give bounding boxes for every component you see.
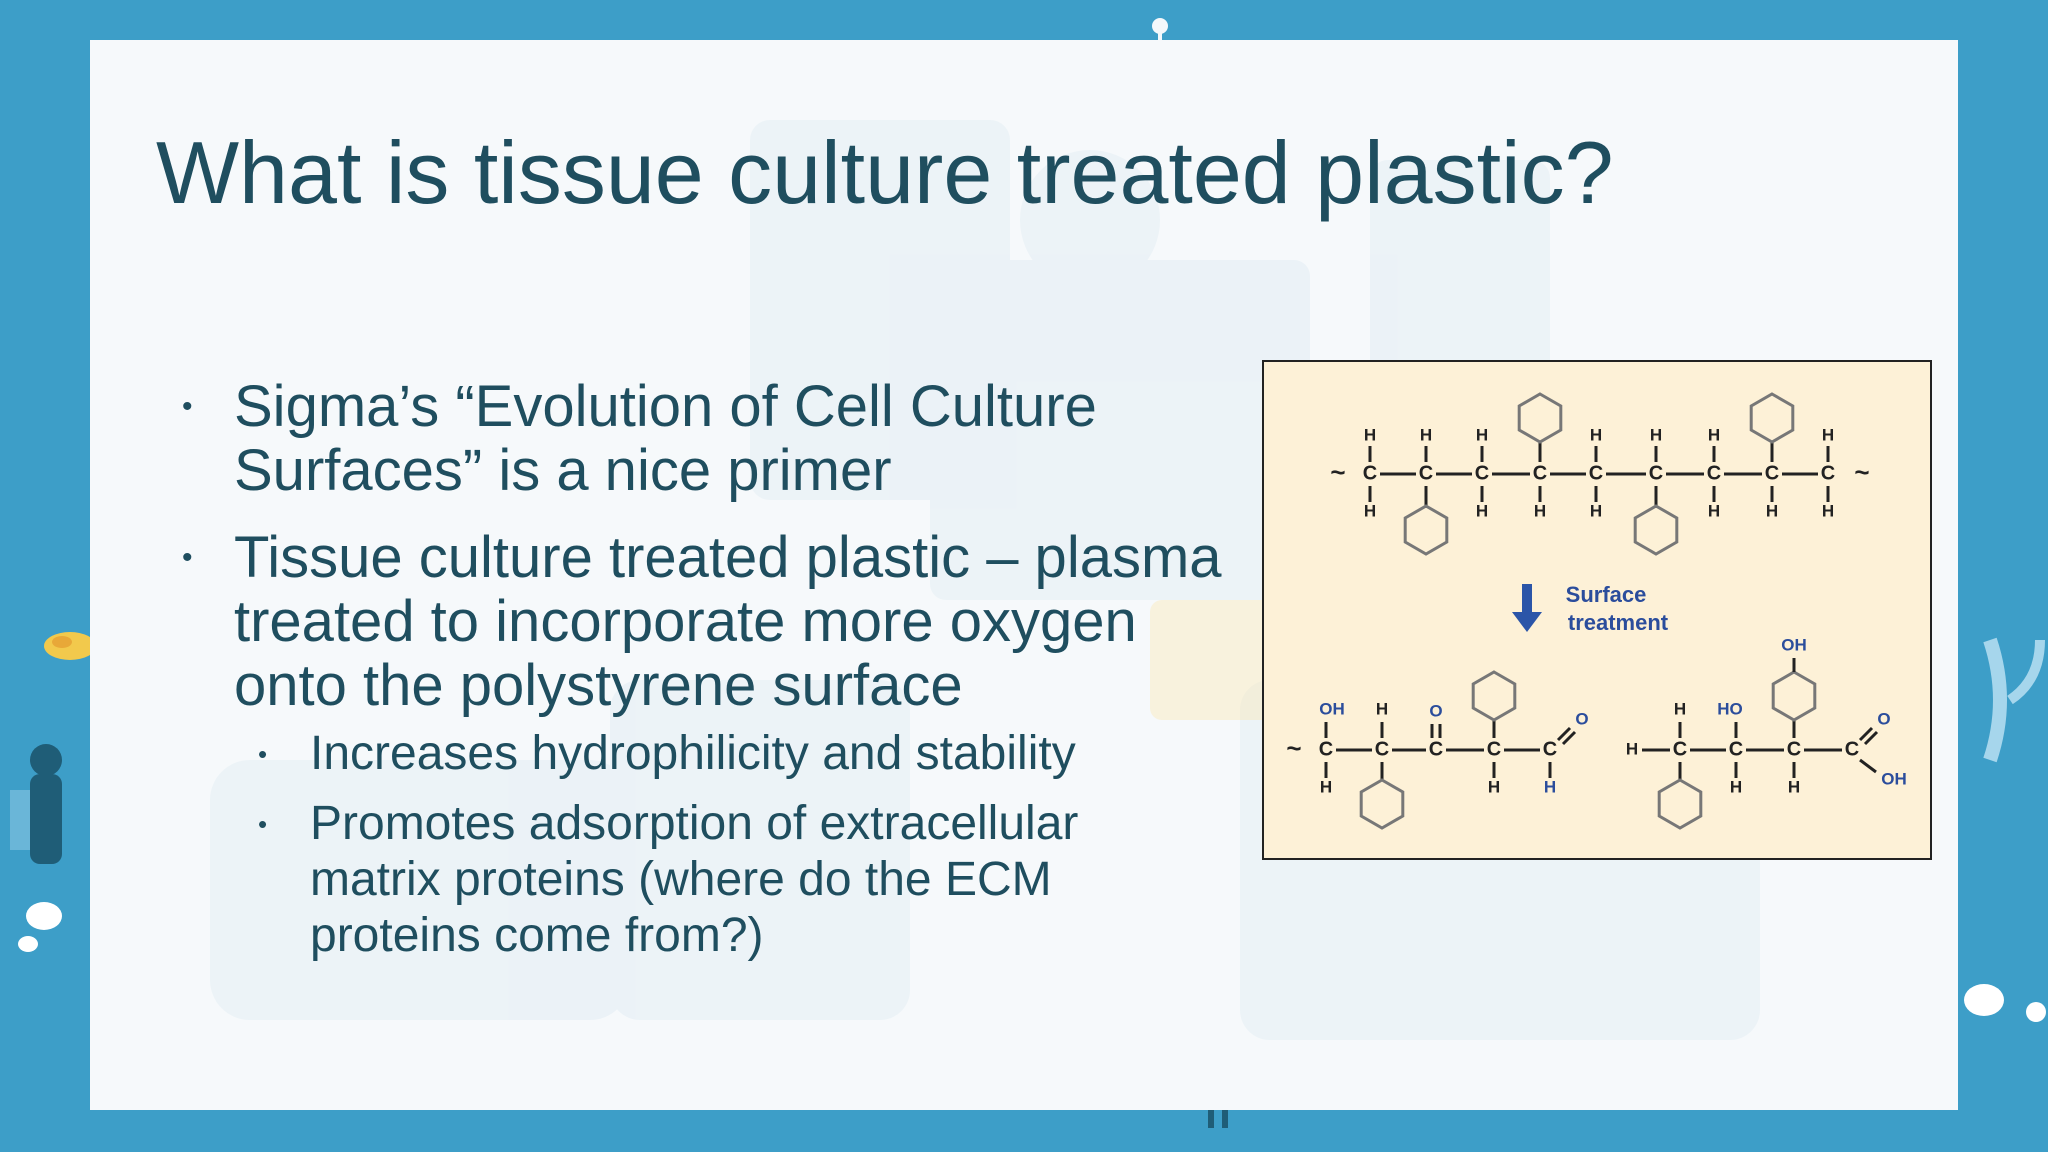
slide: What is tissue culture treated plastic? … — [90, 40, 1958, 1110]
bullet-text-line: Sigma’s “Evolution of Cell Culture — [234, 374, 1097, 439]
carbon-atom: C — [1543, 738, 1557, 760]
hydroxyl-group: OH — [1319, 699, 1345, 718]
phenyl-ring — [1359, 778, 1405, 830]
carbon-atom: C — [1729, 738, 1743, 760]
bullet-text-line: Surfaces” is a nice primer — [234, 438, 892, 503]
hydrogen-atom: H — [1626, 739, 1638, 758]
hydrogen-atom: H — [1822, 425, 1834, 444]
sub-bullet-text-line: Promotes adsorption of extracellular — [310, 797, 1079, 850]
single-bond — [1859, 758, 1877, 774]
carbon-atom: C — [1589, 462, 1603, 484]
sub-bullet-item: • Promotes adsorption of extracellular m… — [258, 796, 1079, 964]
bullet-dot: • — [182, 390, 193, 423]
phenyl-ring — [1517, 392, 1563, 444]
bullet-text-line: Tissue culture treated plastic – plasma — [234, 525, 1222, 590]
arrow-label: treatment — [1568, 610, 1669, 635]
bullet-dot: • — [258, 809, 268, 839]
double-bond — [1556, 726, 1572, 742]
bullet-item: • Tissue culture treated plastic – plasm… — [182, 525, 1222, 718]
hydrogen-atom: H — [1590, 425, 1602, 444]
hydrogen-atom: H — [1420, 425, 1432, 444]
hydrogen-atom: H — [1650, 425, 1662, 444]
bullet-text-line: onto the polystyrene surface — [234, 653, 963, 718]
hydroxyl-group: OH — [1781, 635, 1807, 654]
hydroxyl-group: OH — [1881, 769, 1907, 788]
carbon-atom: C — [1363, 462, 1377, 484]
chain-end-tilde: ~ — [1854, 457, 1869, 487]
carbon-atom: C — [1787, 738, 1801, 760]
chain-end-tilde: ~ — [1330, 457, 1345, 487]
carbon-atom: C — [1487, 738, 1501, 760]
treatment-arrow-shaft — [1522, 584, 1532, 614]
carbon-atom: C — [1765, 462, 1779, 484]
slide-title: What is tissue culture treated plastic? — [156, 123, 1614, 222]
hydrogen-atom: H — [1544, 777, 1556, 796]
hydrogen-atom: H — [1476, 425, 1488, 444]
double-bond — [1561, 730, 1577, 746]
phenyl-ring — [1471, 670, 1517, 722]
phenyl-ring — [1633, 504, 1679, 556]
chemical-structure-diagram: ~~CHHCHCHHCHCHHCHCHHCHCHHSurfacetreatmen… — [1286, 392, 1907, 830]
sub-bullet-text-line: Increases hydrophilicity and stability — [310, 727, 1076, 780]
hydrogen-atom: H — [1708, 425, 1720, 444]
carbon-atom: C — [1533, 462, 1547, 484]
oxygen-atom: O — [1429, 701, 1442, 720]
bullet-dot: • — [258, 739, 268, 769]
hydrogen-atom: H — [1488, 777, 1500, 796]
sub-bullet-text-line: proteins come from?) — [310, 909, 764, 962]
treatment-arrow-head — [1512, 612, 1542, 632]
hydrogen-atom: H — [1590, 501, 1602, 520]
double-bond — [1863, 730, 1879, 746]
hydrogen-atom: H — [1320, 777, 1332, 796]
arrow-label: Surface — [1566, 582, 1647, 607]
carbon-atom: C — [1649, 462, 1663, 484]
carbon-atom: C — [1419, 462, 1433, 484]
oxygen-atom: O — [1877, 709, 1890, 728]
bullet-dot: • — [182, 541, 193, 574]
hydrogen-atom: H — [1376, 699, 1388, 718]
hydrogen-atom: H — [1534, 501, 1546, 520]
double-bond — [1858, 726, 1874, 742]
phenyl-ring — [1403, 504, 1449, 556]
hydrogen-atom: H — [1364, 501, 1376, 520]
carbon-atom: C — [1429, 738, 1443, 760]
bullet-item: • Sigma’s “Evolution of Cell Culture Sur… — [182, 374, 1097, 503]
phenyl-ring — [1749, 392, 1795, 444]
hydrogen-atom: H — [1730, 777, 1742, 796]
chain-end-tilde: ~ — [1286, 733, 1301, 763]
hydrogen-atom: H — [1364, 425, 1376, 444]
phenyl-ring — [1771, 670, 1817, 722]
carbon-atom: C — [1821, 462, 1835, 484]
hydrogen-atom: H — [1788, 777, 1800, 796]
carbon-atom: C — [1319, 738, 1333, 760]
sub-bullet-item: • Increases hydrophilicity and stability — [258, 726, 1076, 782]
hydrogen-atom: H — [1674, 699, 1686, 718]
carbon-atom: C — [1707, 462, 1721, 484]
hydrogen-atom: H — [1822, 501, 1834, 520]
hydrogen-atom: H — [1476, 501, 1488, 520]
hydrogen-atom: H — [1708, 501, 1720, 520]
oxygen-atom: O — [1575, 709, 1588, 728]
sub-bullet-text-line: matrix proteins (where do the ECM — [310, 853, 1052, 906]
bullet-text-line: treated to incorporate more oxygen — [234, 589, 1137, 654]
carbon-atom: C — [1475, 462, 1489, 484]
carbon-atom: C — [1375, 738, 1389, 760]
carbon-atom: C — [1845, 738, 1859, 760]
phenyl-ring — [1657, 778, 1703, 830]
hydrogen-atom: H — [1766, 501, 1778, 520]
hydroxyl-group: HO — [1717, 699, 1743, 718]
carbon-atom: C — [1673, 738, 1687, 760]
